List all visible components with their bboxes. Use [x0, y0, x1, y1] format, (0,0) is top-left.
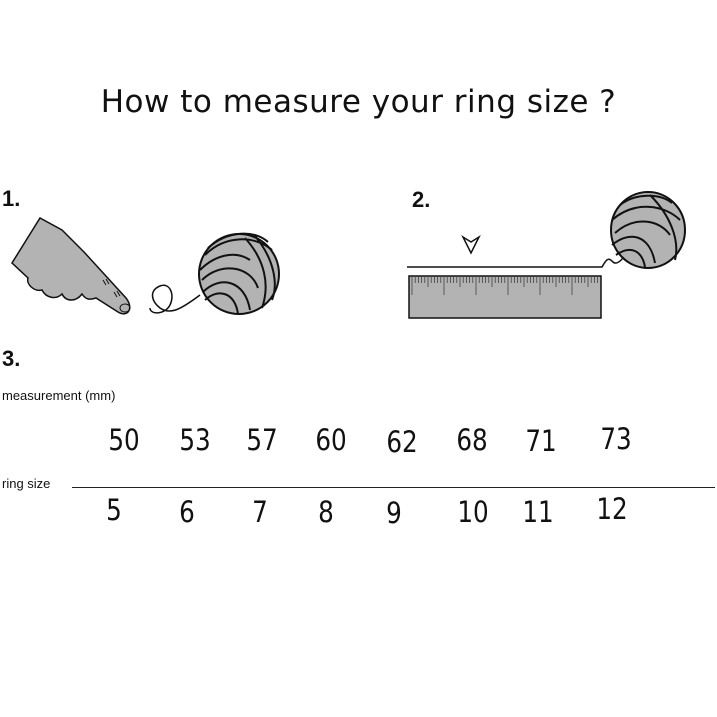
page-title: How to measure your ring size ? [100, 84, 617, 120]
measurement-value: 53 [179, 423, 211, 457]
measurement-value: 71 [525, 424, 557, 458]
ring-size-value: 9 [386, 496, 402, 530]
ring-size-label: ring size [2, 476, 51, 491]
ring-size-value: 5 [106, 493, 122, 527]
yarn-ball-icon [198, 232, 280, 315]
hand-and-yarn-illustration [11, 217, 280, 315]
ring-size-value: 10 [457, 495, 489, 529]
measurement-label: measurement (mm) [2, 388, 116, 403]
arrow-marker-icon [461, 234, 481, 255]
ruler-icon [408, 275, 602, 319]
measurement-value: 68 [456, 423, 488, 457]
thread-line [407, 254, 626, 268]
pointing-hand-icon [11, 217, 131, 315]
measurement-value: 50 [108, 423, 140, 457]
step-1-label: 1. [2, 186, 21, 211]
ring-size-value: 8 [318, 495, 334, 529]
step-3-label: 3. [2, 346, 21, 371]
ring-size-value: 11 [522, 495, 554, 529]
measurement-value: 73 [600, 422, 632, 456]
measurement-value: 57 [246, 423, 278, 457]
yarn-ball-icon [610, 191, 686, 269]
divider-line [72, 487, 715, 488]
ring-size-value: 7 [252, 495, 268, 529]
ring-size-value: 6 [179, 495, 195, 529]
thread-line [149, 284, 201, 314]
measurement-value: 60 [315, 423, 347, 457]
measurement-value: 62 [386, 425, 418, 459]
step-2-label: 2. [412, 187, 431, 212]
ruler-and-yarn-illustration [407, 191, 686, 319]
ring-size-value: 12 [596, 492, 628, 526]
